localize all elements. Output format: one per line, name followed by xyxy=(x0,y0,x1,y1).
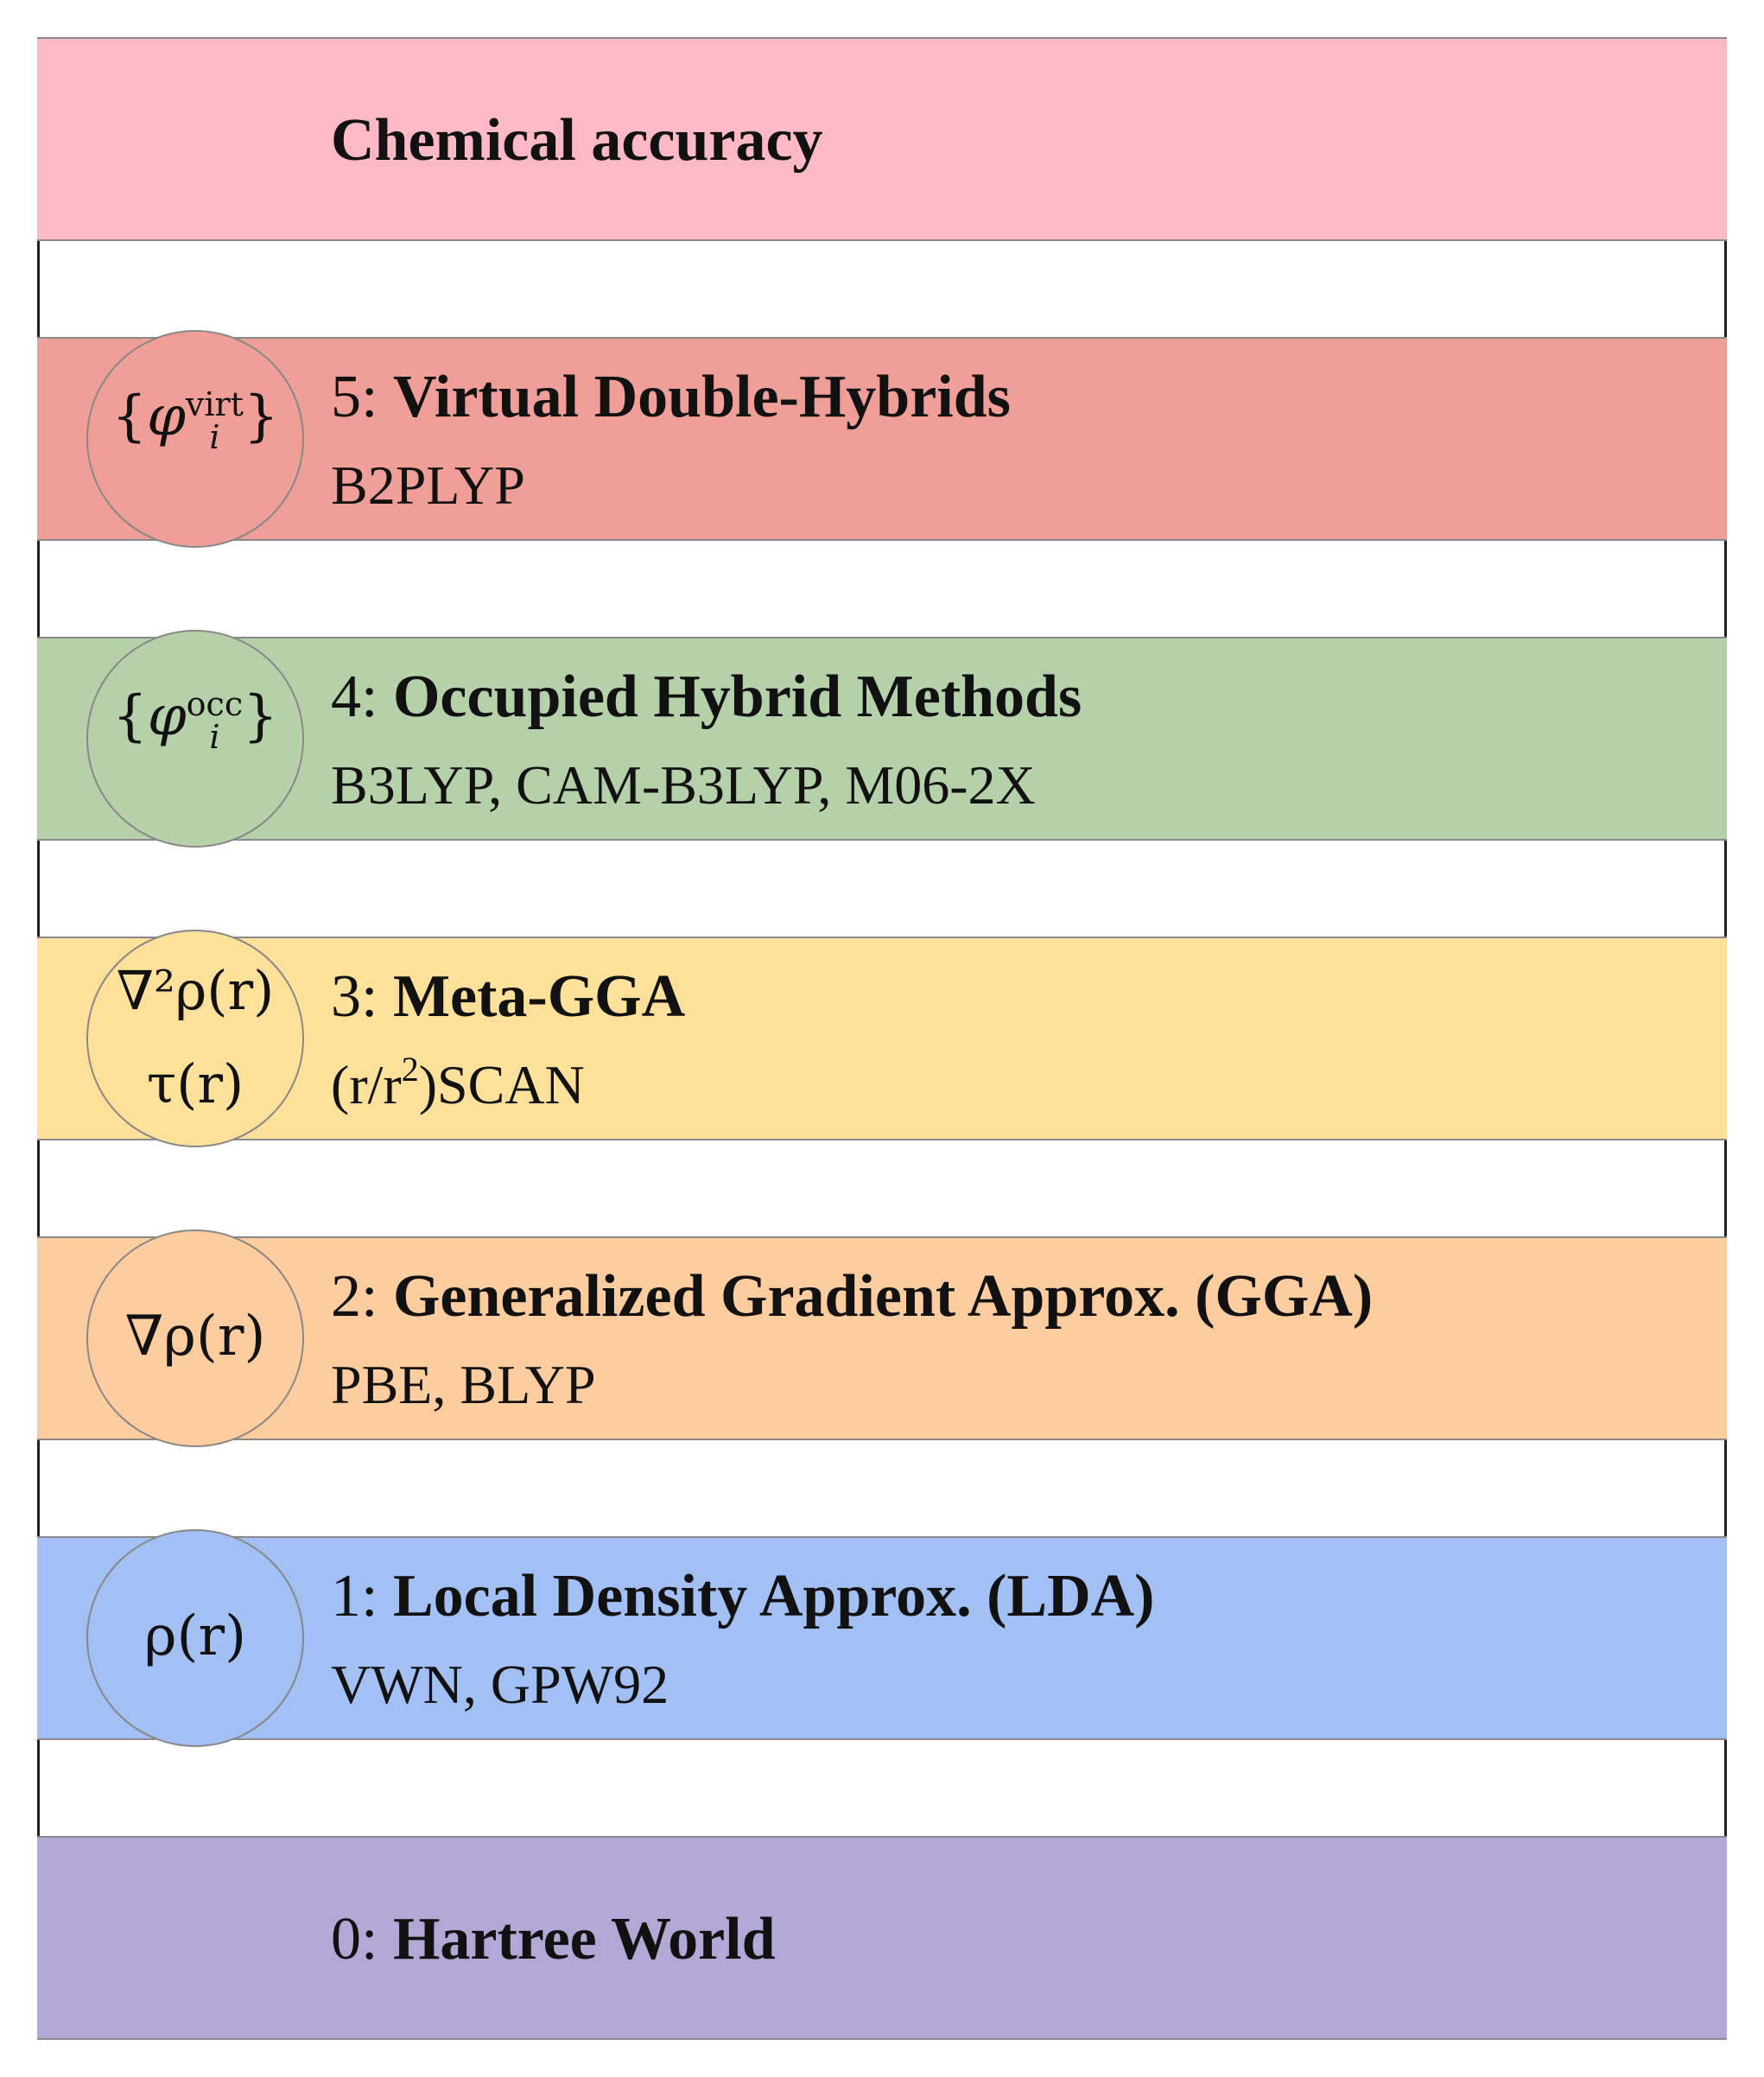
ingredient-kinetic-energy-density: τ(r) xyxy=(146,1052,244,1115)
level-2-title: 2: Generalized Gradient Approx. (GGA) xyxy=(331,1263,1374,1330)
band-level-4 xyxy=(37,637,1727,841)
band-level-0 xyxy=(37,1836,1727,2040)
ingredient-circle-5 xyxy=(86,330,304,548)
level-1-title: 1: Local Density Approx. (LDA) xyxy=(331,1563,1155,1629)
ingredient-circle-1 xyxy=(86,1529,304,1747)
ingredient-laplacian-density: ∇²ρ(r) xyxy=(116,959,275,1022)
level-5-methods: B2PLYP xyxy=(331,454,525,516)
level-3-title: 3: Meta-GGA xyxy=(331,963,686,1030)
level-5-title: 5: Virtual Double-Hybrids xyxy=(331,364,1011,430)
ingredient-circle-4 xyxy=(86,630,304,848)
chemical-accuracy-label: Chemical accuracy xyxy=(331,107,823,174)
ingredient-density: ρ(r) xyxy=(143,1604,247,1668)
level-3-methods: (r/r2)SCAN xyxy=(331,1050,585,1115)
ingredient-circle-3 xyxy=(86,930,304,1147)
level-4-methods: B3LYP, CAM-B3LYP, M06-2X xyxy=(331,754,1036,816)
level-2-methods: PBE, BLYP xyxy=(331,1354,596,1415)
level-0-title: 0: Hartree World xyxy=(331,1906,776,1972)
band-level-5 xyxy=(37,337,1727,541)
ingredient-density-gradient: ∇ρ(r) xyxy=(124,1305,266,1369)
band-chemical-accuracy xyxy=(37,37,1727,241)
chemical-accuracy-title: Chemical accuracy xyxy=(331,111,823,171)
ingredient-circle-2 xyxy=(86,1229,304,1447)
band-level-2 xyxy=(37,1236,1727,1440)
band-level-3 xyxy=(37,937,1727,1140)
level-4-title: 4: Occupied Hybrid Methods xyxy=(331,664,1082,730)
level-1-methods: VWN, GPW92 xyxy=(331,1654,669,1715)
band-level-1 xyxy=(37,1536,1727,1740)
